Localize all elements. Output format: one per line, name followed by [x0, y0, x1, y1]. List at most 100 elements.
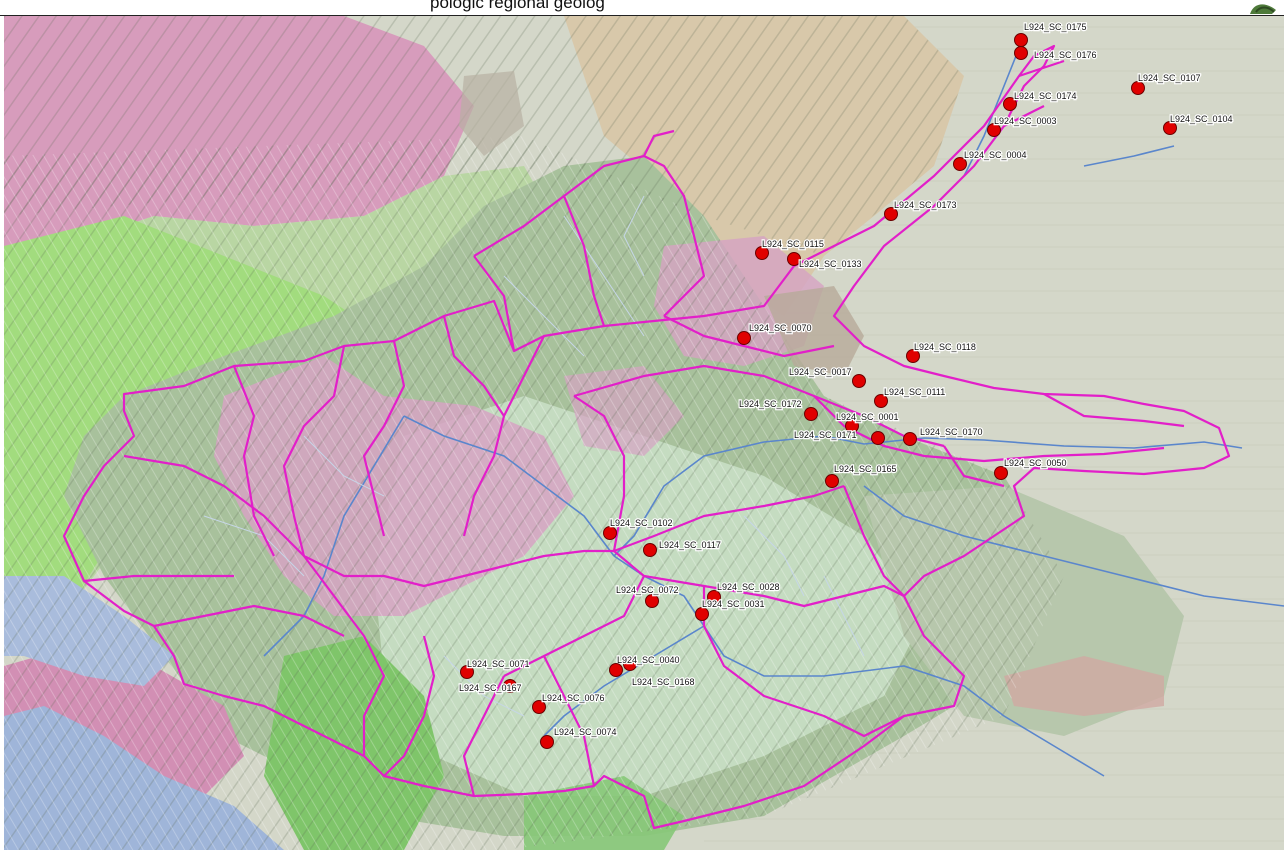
station-marker[interactable]	[884, 207, 898, 221]
station-marker[interactable]	[737, 331, 751, 345]
station-label: L924_SC_0104	[1170, 114, 1233, 124]
station-marker[interactable]	[906, 349, 920, 363]
sienna-patch	[1004, 656, 1164, 716]
station-l924_sc_0074[interactable]: L924_SC_0074	[540, 726, 618, 749]
map-title: pologic regional geolog	[430, 0, 605, 12]
station-marker[interactable]	[1163, 121, 1177, 135]
station-layer: L924_SC_0175L924_SC_0176L924_SC_0107L924…	[458, 21, 1234, 749]
station-label: L924_SC_0170	[920, 427, 983, 437]
river-network	[263, 35, 1284, 777]
station-l924_sc_0111[interactable]: L924_SC_0111	[874, 386, 946, 408]
station-l924_sc_0107[interactable]: L924_SC_0107	[1131, 72, 1202, 95]
station-l924_sc_0001[interactable]: L924_SC_0001	[835, 411, 900, 433]
station-marker[interactable]	[845, 419, 859, 433]
station-marker[interactable]	[695, 607, 709, 621]
station-marker[interactable]	[903, 432, 917, 446]
station-l924_sc_0017[interactable]: L924_SC_0017	[788, 366, 866, 388]
station-l924_sc_0167[interactable]: L924_SC_0167	[458, 679, 523, 694]
station-label: L924_SC_0107	[1138, 73, 1201, 83]
town-north	[459, 71, 524, 156]
station-marker[interactable]	[1014, 33, 1028, 47]
station-label: L924_SC_0168	[632, 677, 695, 687]
station-label: L924_SC_0165	[834, 464, 897, 474]
station-marker[interactable]	[645, 594, 659, 608]
station-marker[interactable]	[1003, 97, 1017, 111]
station-label: L924_SC_0171	[794, 430, 857, 440]
station-l924_sc_0170[interactable]: L924_SC_0170	[903, 426, 984, 446]
station-l924_sc_0176[interactable]: L924_SC_0176	[1014, 46, 1098, 61]
station-l924_sc_0165[interactable]: L924_SC_0165	[825, 463, 898, 488]
station-marker[interactable]	[609, 663, 623, 677]
station-l924_sc_0031[interactable]: L924_SC_0031	[695, 598, 766, 621]
station-marker[interactable]	[804, 407, 818, 421]
station-label: L924_SC_0071	[467, 659, 530, 669]
station-l924_sc_0028[interactable]: L924_SC_0028	[707, 581, 781, 604]
logo-icon	[1250, 4, 1276, 14]
station-l924_sc_0173[interactable]: L924_SC_0173	[884, 199, 958, 221]
station-marker[interactable]	[994, 466, 1008, 480]
station-label: L924_SC_0040	[617, 655, 680, 665]
station-label: L924_SC_0076	[542, 693, 605, 703]
station-marker[interactable]	[987, 123, 1001, 137]
station-label: L924_SC_0115	[762, 239, 824, 249]
station-label: L924_SC_0001	[836, 412, 899, 422]
station-l924_sc_0071[interactable]: L924_SC_0071	[460, 658, 531, 679]
station-l924_sc_0004[interactable]: L924_SC_0004	[953, 149, 1028, 171]
station-marker[interactable]	[603, 526, 617, 540]
station-l924_sc_0104[interactable]: L924_SC_0104	[1163, 113, 1234, 135]
station-marker[interactable]	[623, 657, 637, 671]
station-label: L924_SC_0017	[789, 367, 852, 377]
station-l924_sc_0168[interactable]: L924_SC_0168	[609, 663, 696, 688]
station-marker[interactable]	[852, 374, 866, 388]
station-marker[interactable]	[953, 157, 967, 171]
station-marker[interactable]	[1014, 46, 1028, 60]
station-marker[interactable]	[1131, 81, 1145, 95]
station-l924_sc_0003[interactable]: L924_SC_0003	[987, 115, 1058, 137]
map-svg[interactable]: L924_SC_0175L924_SC_0176L924_SC_0107L924…	[4, 16, 1284, 850]
station-l924_sc_0174[interactable]: L924_SC_0174	[1003, 90, 1078, 111]
basin-boundaries	[62, 44, 1231, 830]
outer-boundary	[62, 44, 1231, 830]
hillshade-fine	[4, 136, 1064, 850]
station-label: L924_SC_0072	[616, 585, 679, 595]
station-marker[interactable]	[874, 394, 888, 408]
station-label: L924_SC_0031	[702, 599, 765, 609]
station-label: L924_SC_0102	[610, 518, 673, 528]
station-label: L924_SC_0050	[1004, 458, 1067, 468]
station-l924_sc_0070[interactable]: L924_SC_0070	[737, 322, 813, 345]
station-l924_sc_0172[interactable]: L924_SC_0172	[738, 398, 818, 421]
station-l924_sc_0076[interactable]: L924_SC_0076	[532, 692, 606, 714]
station-l924_sc_0133[interactable]: L924_SC_0133	[787, 252, 863, 270]
station-marker[interactable]	[643, 543, 657, 557]
station-label: L924_SC_0074	[554, 727, 617, 737]
station-label: L924_SC_0028	[717, 582, 780, 592]
station-marker[interactable]	[540, 735, 554, 749]
station-marker[interactable]	[871, 431, 885, 445]
title-bar: pologic regional geolog	[0, 0, 1284, 16]
station-l924_sc_0175[interactable]: L924_SC_0175	[1014, 21, 1088, 47]
station-label: L924_SC_0003	[994, 116, 1057, 126]
station-marker[interactable]	[532, 700, 546, 714]
station-label: L924_SC_0117	[659, 540, 721, 550]
station-label: L924_SC_0167	[459, 683, 522, 693]
station-marker[interactable]	[787, 252, 801, 266]
station-marker[interactable]	[825, 474, 839, 488]
station-marker[interactable]	[707, 590, 721, 604]
station-l924_sc_0050[interactable]: L924_SC_0050	[994, 457, 1068, 480]
station-l924_sc_0072[interactable]: L924_SC_0072	[615, 584, 680, 608]
station-l924_sc_0171[interactable]: L924_SC_0171	[793, 429, 885, 445]
station-label: L924_SC_0118	[914, 342, 976, 352]
station-l924_sc_0102[interactable]: L924_SC_0102	[603, 517, 674, 540]
station-l924_sc_0117[interactable]: L924_SC_0117	[643, 539, 722, 557]
station-marker[interactable]	[460, 665, 474, 679]
station-marker[interactable]	[503, 679, 517, 693]
station-label: L924_SC_0004	[964, 150, 1027, 160]
station-l924_sc_0040[interactable]: L924_SC_0040	[616, 654, 681, 671]
station-l924_sc_0115[interactable]: L924_SC_0115	[755, 238, 825, 260]
station-label: L924_SC_0176	[1034, 50, 1097, 60]
station-label: L924_SC_0174	[1014, 91, 1077, 101]
station-l924_sc_0118[interactable]: L924_SC_0118	[906, 341, 977, 363]
station-marker[interactable]	[755, 246, 769, 260]
station-label: L924_SC_0111	[884, 387, 945, 397]
